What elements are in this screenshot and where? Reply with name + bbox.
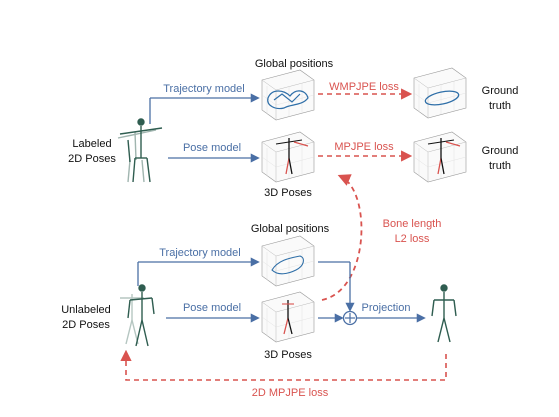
top-global-positions-plot [261, 69, 315, 121]
bottom-global-positions-plot [261, 235, 315, 287]
labeled-label-line1: Labeled [72, 138, 111, 150]
mpjpe-loss-label: MPJPE loss [334, 141, 394, 153]
bottom-3d-pose-plot [261, 291, 315, 343]
mpjpe2d-loss-arrow [120, 349, 447, 381]
ground-truth-2-line2: truth [489, 160, 511, 172]
bottom-pose-model-label: Pose model [183, 302, 241, 314]
mpjpe2d-loss-label: 2D MPJPE loss [252, 387, 329, 399]
labeled-label-line2: 2D Poses [68, 153, 116, 165]
wmpjpe-loss-label: WMPJPE loss [329, 81, 399, 93]
bottom-3d-poses-label: 3D Poses [264, 349, 312, 361]
top-3d-poses-label: 3D Poses [264, 187, 312, 199]
combine-plus-node [342, 310, 358, 326]
ground-truth-1-line1: Ground [482, 85, 519, 97]
bone-length-loss-arrow [321, 174, 363, 301]
unlabeled-2d-skeleton [120, 284, 155, 347]
labeled-2d-skeleton [117, 118, 163, 183]
ground-truth-1-line2: truth [489, 100, 511, 112]
top-pose-model-label: Pose model [183, 142, 241, 154]
ground-truth-2-line1: Ground [482, 145, 519, 157]
bone-length-label-line2: L2 loss [395, 233, 430, 245]
top-global-positions-title: Global positions [255, 58, 334, 70]
bottom-global-positions-title: Global positions [251, 223, 330, 235]
top-trajectory-model-label: Trajectory model [163, 83, 245, 95]
ground-truth-pose-plot [413, 131, 467, 183]
bottom-trajectory-model-label: Trajectory model [159, 247, 241, 259]
unlabeled-label-line2: 2D Poses [62, 319, 110, 331]
unlabeled-label-line1: Unlabeled [61, 304, 111, 316]
projected-2d-skeleton [431, 284, 457, 343]
top-3d-pose-plot [261, 131, 315, 183]
ground-truth-global-plot [413, 67, 467, 119]
bone-length-label-line1: Bone length [383, 218, 442, 230]
projection-label: Projection [362, 302, 411, 314]
